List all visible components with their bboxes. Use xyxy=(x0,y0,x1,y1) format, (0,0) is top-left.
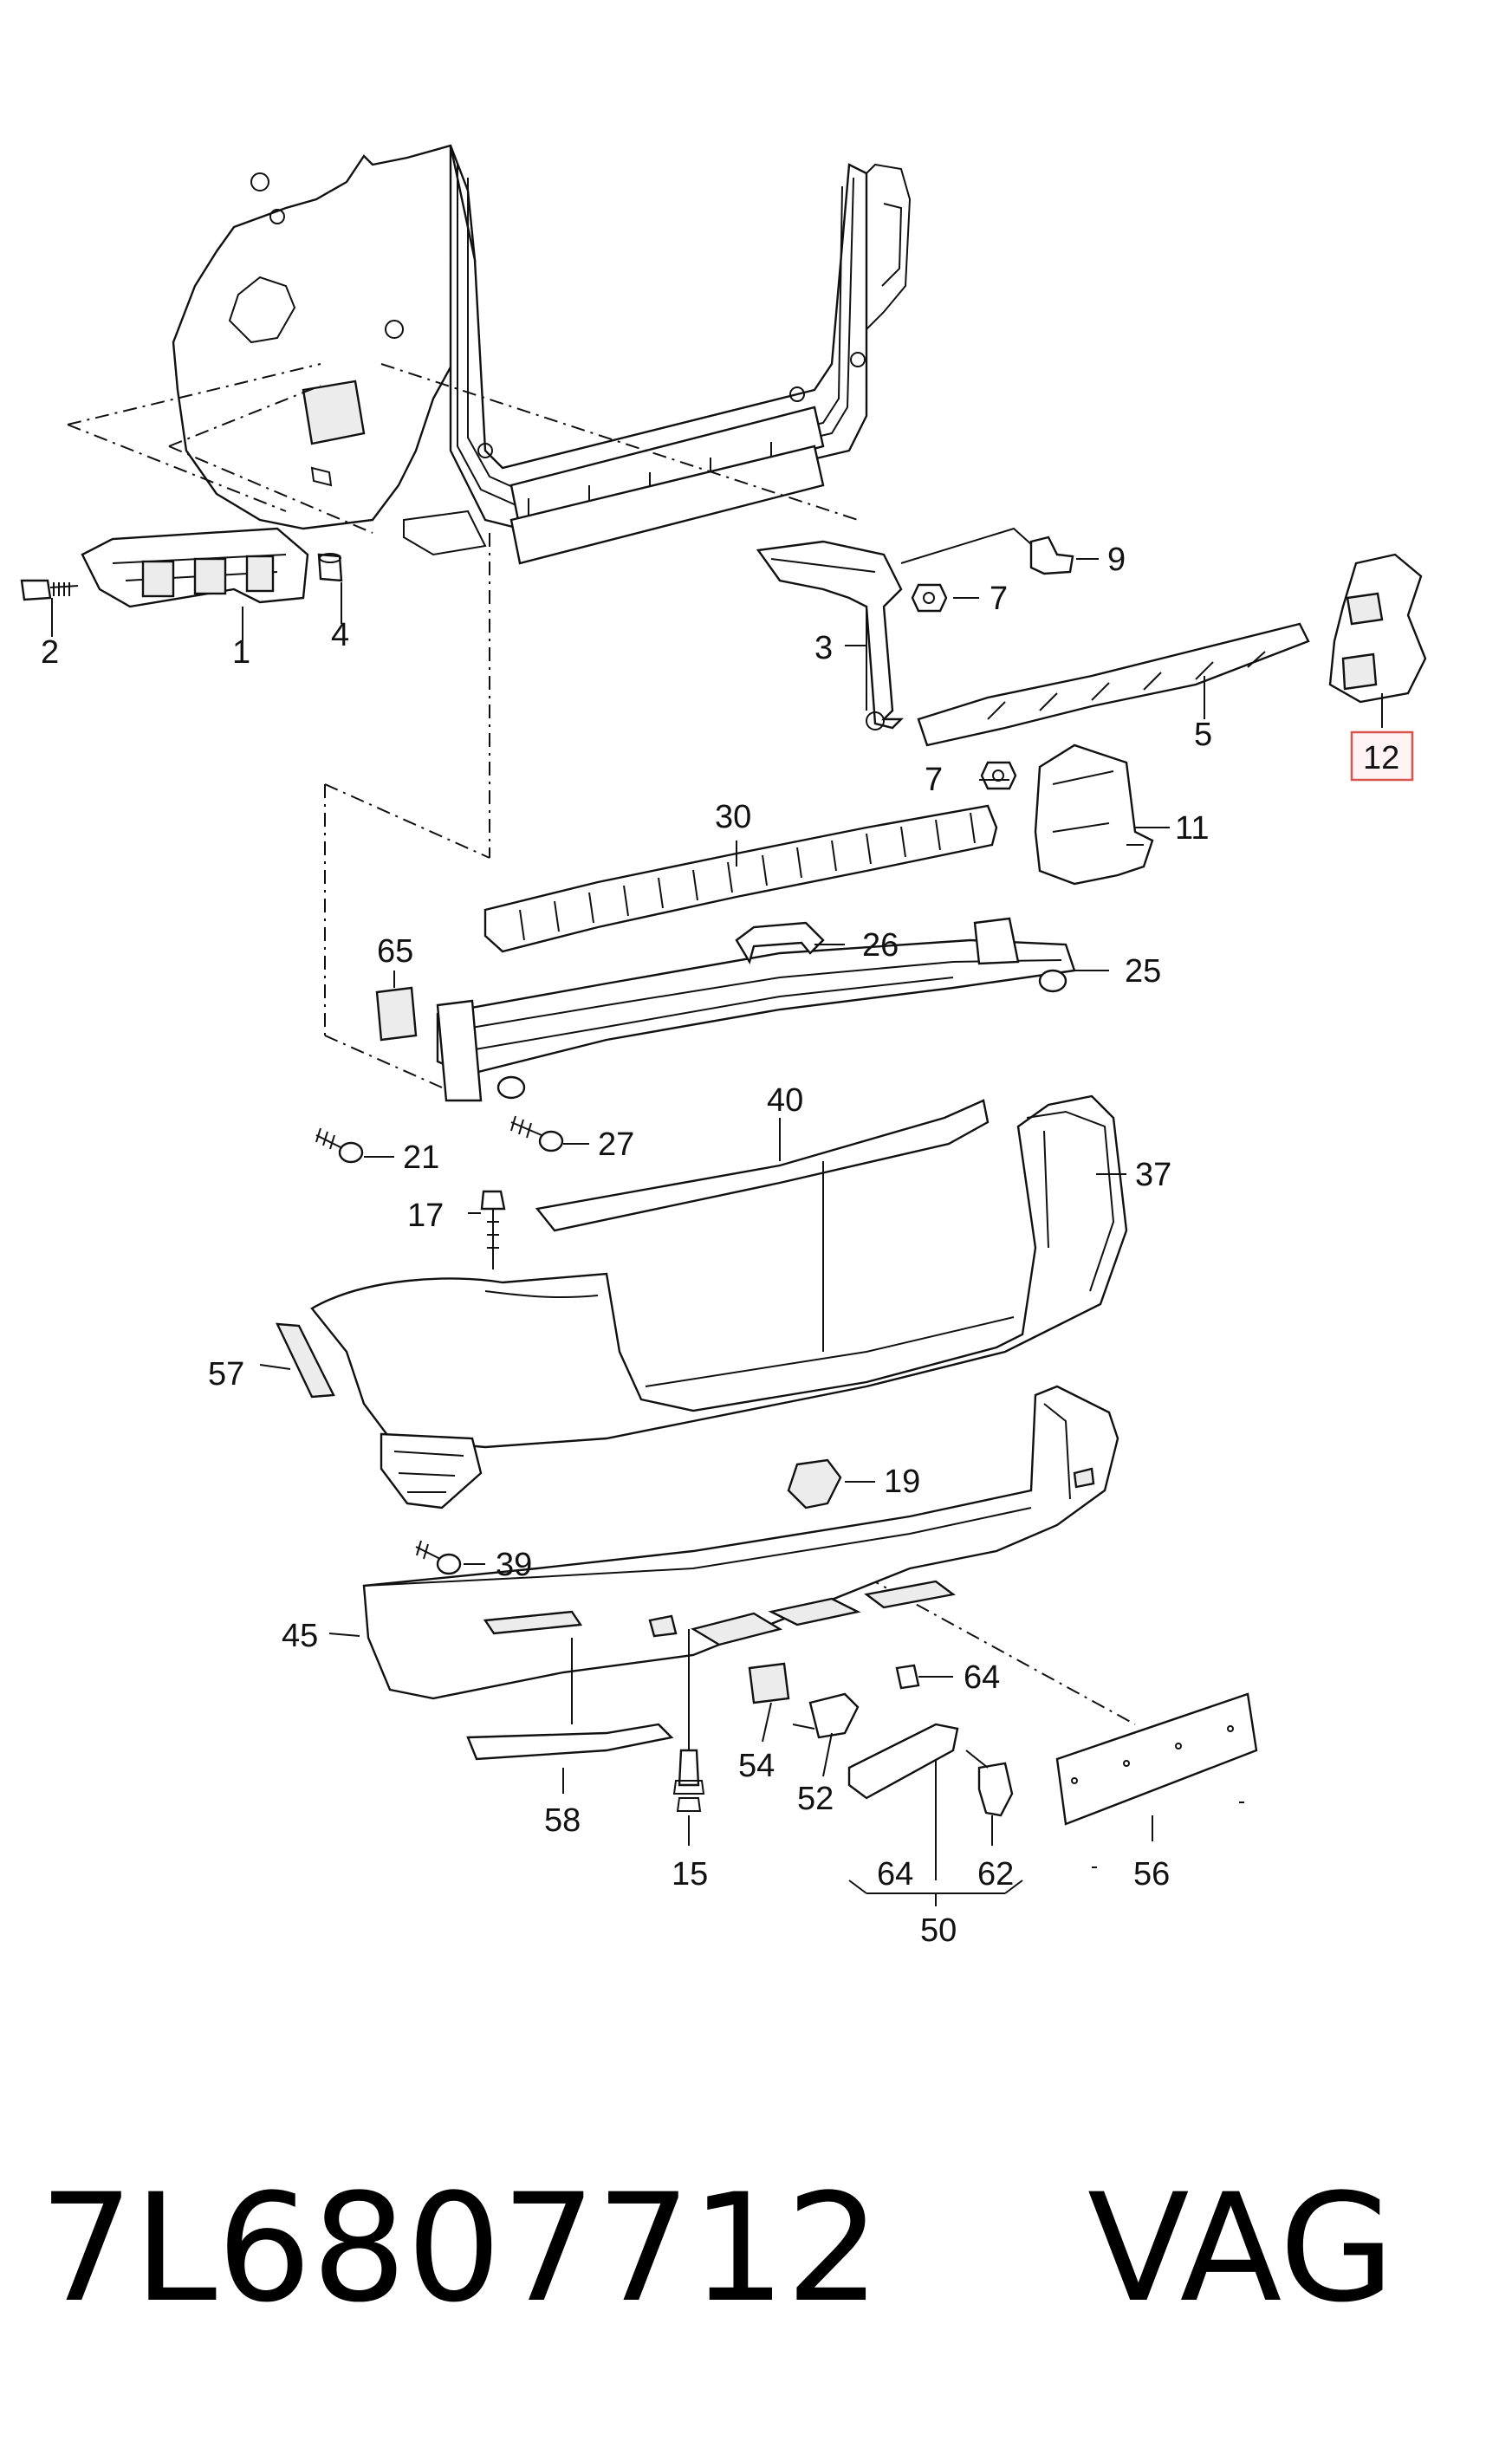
callout-5: 5 xyxy=(1194,717,1212,753)
callout-37: 37 xyxy=(1135,1157,1171,1193)
callout-25: 25 xyxy=(1125,953,1161,990)
callout-39: 39 xyxy=(496,1547,532,1583)
callout-54: 54 xyxy=(738,1748,775,1784)
part-9-clip xyxy=(1029,536,1074,575)
brand: VAG xyxy=(1087,2161,1395,2335)
part-54-clip xyxy=(748,1662,790,1704)
bumper-cover-upper xyxy=(276,1094,1128,1509)
part-2-screw xyxy=(20,579,52,601)
callout-57: 57 xyxy=(208,1356,244,1393)
rear-body-structure xyxy=(172,144,912,565)
part-40-trim-strip xyxy=(535,1099,990,1232)
bumper-carrier-assembly xyxy=(375,804,1076,1102)
callout-9: 9 xyxy=(1107,542,1126,578)
callout-58: 58 xyxy=(544,1802,581,1839)
part-21-screw xyxy=(315,1127,343,1150)
callout-7-lower: 7 xyxy=(925,762,943,798)
callout-62-upper: 62 xyxy=(977,1856,1014,1892)
callout-11: 11 xyxy=(1175,810,1209,847)
callout-52: 52 xyxy=(797,1781,834,1817)
footer: 7L6807712 VAG xyxy=(0,2136,1512,2361)
part-27-screw xyxy=(510,1115,542,1139)
part-7-nut-upper xyxy=(911,583,948,613)
callout-45: 45 xyxy=(282,1618,318,1654)
callout-4: 4 xyxy=(331,617,349,653)
lower-small-parts xyxy=(672,1662,1258,1868)
part-7-nut-lower xyxy=(980,761,1017,790)
callout-7-upper: 7 xyxy=(990,581,1008,617)
right-bracket-assembly xyxy=(756,527,1310,790)
callout-labels: 1 2 3 4 5 7 7 9 11 12 15 17 19 21 25 26 … xyxy=(41,542,1414,1949)
part-4-nut xyxy=(317,553,343,582)
part-37-bumper-cover xyxy=(310,1094,1128,1449)
part-64-nut xyxy=(895,1664,920,1690)
part-56-plate-bracket xyxy=(1055,1692,1258,1826)
part-3-bracket xyxy=(756,540,904,730)
part-65-pad xyxy=(375,986,418,1042)
callout-64-lower: 64 xyxy=(877,1856,913,1892)
part-39-screw xyxy=(415,1540,443,1561)
bumper-cover-lower xyxy=(362,1385,1119,1761)
callout-56: 56 xyxy=(1133,1856,1170,1892)
callout-64-upper: 64 xyxy=(964,1659,1000,1696)
callout-27: 27 xyxy=(598,1126,634,1163)
part-50-cover xyxy=(847,1723,959,1800)
callout-1: 1 xyxy=(232,634,250,671)
leader-lines xyxy=(51,558,1383,1906)
part-number: 7L6807712 xyxy=(39,2161,881,2335)
part-11-guide xyxy=(1034,743,1154,886)
fasteners xyxy=(315,1115,564,1575)
part-19-clip xyxy=(787,1458,842,1509)
callout-2: 2 xyxy=(41,634,59,671)
callout-30: 30 xyxy=(715,799,751,835)
callout-26: 26 xyxy=(862,927,899,964)
callout-12: 12 xyxy=(1363,740,1399,776)
callout-3: 3 xyxy=(814,630,833,666)
callout-40: 40 xyxy=(767,1082,803,1119)
callout-50: 50 xyxy=(920,1912,957,1949)
left-bracket-assembly xyxy=(20,527,343,608)
part-57-reflector xyxy=(276,1322,335,1399)
part-5-bracket xyxy=(917,622,1310,747)
part-62-hook xyxy=(977,1762,1014,1817)
callout-17: 17 xyxy=(407,1198,444,1234)
part-15-bolt xyxy=(678,1749,700,1787)
part-58-trim-strip xyxy=(466,1723,674,1761)
part-17-screw xyxy=(480,1190,506,1211)
callout-15: 15 xyxy=(672,1856,708,1892)
callout-65: 65 xyxy=(377,933,413,970)
part-26-clip xyxy=(735,921,825,965)
part-52-cap xyxy=(808,1692,860,1739)
callout-19: 19 xyxy=(884,1464,920,1500)
side-guide-assembly xyxy=(1034,553,1427,886)
callout-12-highlight-box xyxy=(1350,730,1414,782)
callout-21: 21 xyxy=(403,1139,439,1176)
